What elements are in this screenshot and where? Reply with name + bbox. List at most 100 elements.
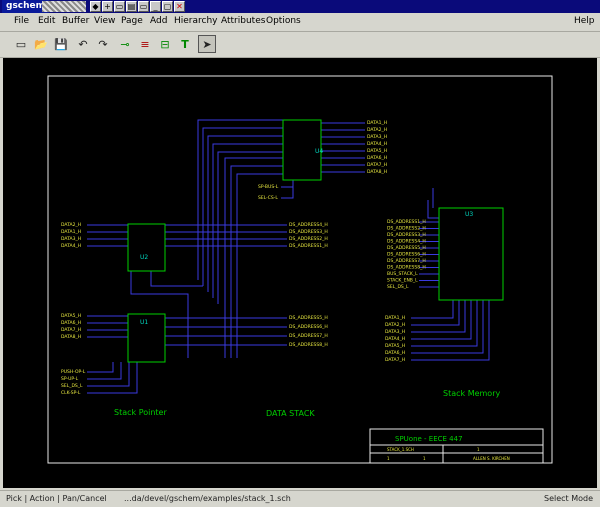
u3-in-label: DS_ADDRESS1_H [387,219,426,225]
u1-ctrl-label: CLK-SP-L [61,390,81,396]
u3-out-label: DATA4_H [385,336,405,342]
u1-refdes: U1 [140,319,148,326]
open-icon[interactable]: 📂 [34,37,48,51]
u1-out-label: DS_ADDRESS8_H [289,342,328,348]
u2-net-label: DATA4_H [61,243,81,249]
mode-indicator: Select Mode [544,494,594,503]
u4-net-label: DATA8_H [367,169,387,175]
maximize-button[interactable]: ▢ [162,1,173,12]
title-block: SPUone - EECE 447 STACK_1.SCH 1 1 1 ALLE… [369,428,544,464]
toolbar: ▭ 📂 💾 ↶ ↷ ⊸ ≡ ⊟ T ➤ [0,32,600,58]
menu-view[interactable]: View [94,16,116,26]
u3-out-label: DATA1_H [385,315,405,321]
titleblock-revision: 1 [477,447,480,452]
net-wire [212,143,283,298]
u4-net-label: DATA2_H [367,127,387,133]
redo-icon[interactable]: ↷ [98,37,108,51]
undo-icon[interactable]: ↶ [78,37,88,51]
titleblock-drawn: ALLEN S. KIRCHEN [473,456,510,461]
menu-help[interactable]: Help [574,16,595,26]
menu-attributes[interactable]: Attributes [221,16,266,26]
window-title: gschem [2,0,50,13]
u3-in-label: STACK_ENB_L [387,278,418,284]
layer-button[interactable]: ▤ [126,1,137,12]
add-text-icon[interactable]: T [181,37,189,51]
page-frame [47,75,553,464]
net-wire [411,300,484,354]
component-u4[interactable] [282,119,322,181]
u3-out-label: DATA6_H [385,350,405,356]
u4-ctrl-label: SP-BUS-L [258,184,279,190]
u3-in-label: DS_ADDRESS7_H [387,258,426,264]
u1-ctrl-label: SP-UP-L [61,376,79,382]
u1-net-label: DATA7_H [61,327,81,333]
net-wire [207,135,283,292]
add-bus-icon[interactable]: ⊟ [160,37,170,51]
u4-net-label: DATA4_H [367,141,387,147]
menu-page[interactable]: Page [121,16,143,26]
u3-out-label: DATA3_H [385,329,405,335]
titleblock-title: SPUone - EECE 447 [395,435,463,443]
net-wire [281,180,294,188]
net-wire [281,180,294,199]
move-button[interactable]: + [102,1,113,12]
add-component-icon[interactable]: ⊸ [120,37,130,51]
stack-pointer-label: Stack Pointer [114,408,167,417]
u4-net-label: DATA7_H [367,162,387,168]
net-wire [236,173,283,358]
u1-net-label: DATA8_H [61,334,81,340]
u1-net-label: DATA6_H [61,320,81,326]
net-wire [87,362,138,394]
titlebar-grip [42,1,86,12]
net-wire [87,362,114,373]
component-u3[interactable] [438,207,504,301]
net-wire [197,119,283,280]
menu-file[interactable]: File [14,16,30,26]
u3-in-label: BUS_STACK_L [387,271,418,277]
add-net-icon[interactable]: ≡ [140,37,150,51]
u3-in-label: DS_ADDRESS3_H [387,232,426,238]
component-u2[interactable] [127,223,166,272]
u3-out-label: DATA2_H [385,322,405,328]
u3-in-label: SEL_DS_L [387,284,409,290]
menu-buffer[interactable]: Buffer [62,16,90,26]
minimize-button[interactable]: _ [150,1,161,12]
sticky-button[interactable]: ◆ [90,1,101,12]
save-icon[interactable]: 💾 [54,37,68,51]
net-wire [87,362,130,387]
select-icon[interactable]: ➤ [198,35,216,53]
u3-refdes: U3 [465,211,473,218]
net-wire [411,300,460,326]
component-u1[interactable] [127,313,166,363]
menu-bar: File Edit Buffer View Page Add Hierarchy… [0,13,600,32]
net-wire [411,300,478,347]
u2-out-label: DS_ADDRESS1_H [289,243,328,249]
u4-net-label: DATA3_H [367,134,387,140]
file-path: ...da/devel/gschem/examples/stack_1.sch [124,494,291,503]
u2-net-label: DATA3_H [61,236,81,242]
u1-out-label: DS_ADDRESS7_H [289,333,328,339]
net-wire [217,151,283,304]
u4-ctrl-label: SEL-CS-L [258,195,278,201]
resize-button[interactable]: ▭ [138,1,149,12]
titleblock-page: 1 [387,456,390,461]
net-wire [150,271,203,287]
u3-out-label: DATA7_H [385,357,405,363]
shade-button[interactable]: ▭ [114,1,125,12]
u3-in-label: DS_ADDRESS6_H [387,252,426,258]
menu-hierarchy[interactable]: Hierarchy [174,16,218,26]
menu-add[interactable]: Add [150,16,168,26]
menu-edit[interactable]: Edit [38,16,56,26]
net-wire [202,127,283,286]
u3-in-label: DS_ADDRESS4_H [387,239,426,245]
u1-net-label: DATA5_H [61,313,81,319]
data-stack-label: DATA STACK [266,409,315,418]
net-wire [224,157,283,358]
u1-out-label: DS_ADDRESS5_H [289,315,328,321]
u1-out-label: DS_ADDRESS6_H [289,324,328,330]
close-button[interactable]: ✕ [174,1,185,12]
menu-options[interactable]: Options [266,16,301,26]
u2-out-label: DS_ADDRESS3_H [289,229,328,235]
new-page-icon[interactable]: ▭ [15,37,27,51]
